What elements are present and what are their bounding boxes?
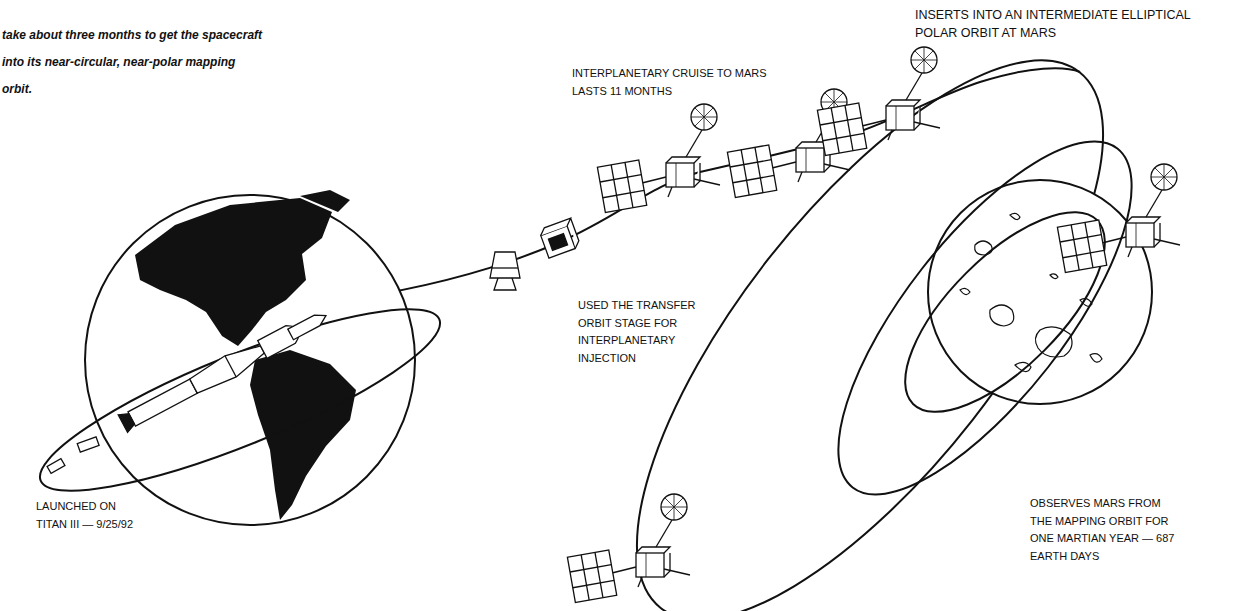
earth-globe	[85, 195, 415, 525]
spacecraft-arrival	[817, 47, 940, 156]
intermediate-orbit	[790, 99, 1181, 536]
figure-caption: take about three months to get the space…	[2, 22, 264, 103]
annotation-label: INSERTS INTO AN INTERMEDIATE ELLIPTICAL …	[915, 6, 1205, 42]
cruise-trajectory	[330, 68, 1080, 302]
annotation-label: OBSERVES MARS FROM THE MAPPING ORBIT FOR…	[1030, 495, 1180, 565]
annotation-label: LAUNCHED ON TITAN III — 9/25/92	[36, 498, 146, 533]
north-america	[135, 198, 332, 346]
mapping-orbit-outer	[558, 0, 1182, 611]
parking-orbit	[24, 278, 456, 523]
titan-rocket	[117, 305, 331, 434]
south-america	[250, 350, 356, 520]
greenland	[300, 190, 350, 212]
annotation-label: USED THE TRANSFER ORBIT STAGE FOR INTERP…	[578, 297, 710, 367]
spacecraft-cruise-1	[597, 104, 720, 213]
spacecraft-mapping	[1057, 164, 1180, 273]
mars-planet	[928, 180, 1152, 404]
discarded-stages	[47, 437, 99, 474]
payload-capsule	[490, 252, 520, 290]
transfer-orbit-stage	[539, 218, 581, 258]
spacecraft-mapping-orbit	[567, 494, 690, 603]
annotation-label: INTERPLANETARY CRUISE TO MARS LASTS 11 M…	[572, 64, 772, 100]
